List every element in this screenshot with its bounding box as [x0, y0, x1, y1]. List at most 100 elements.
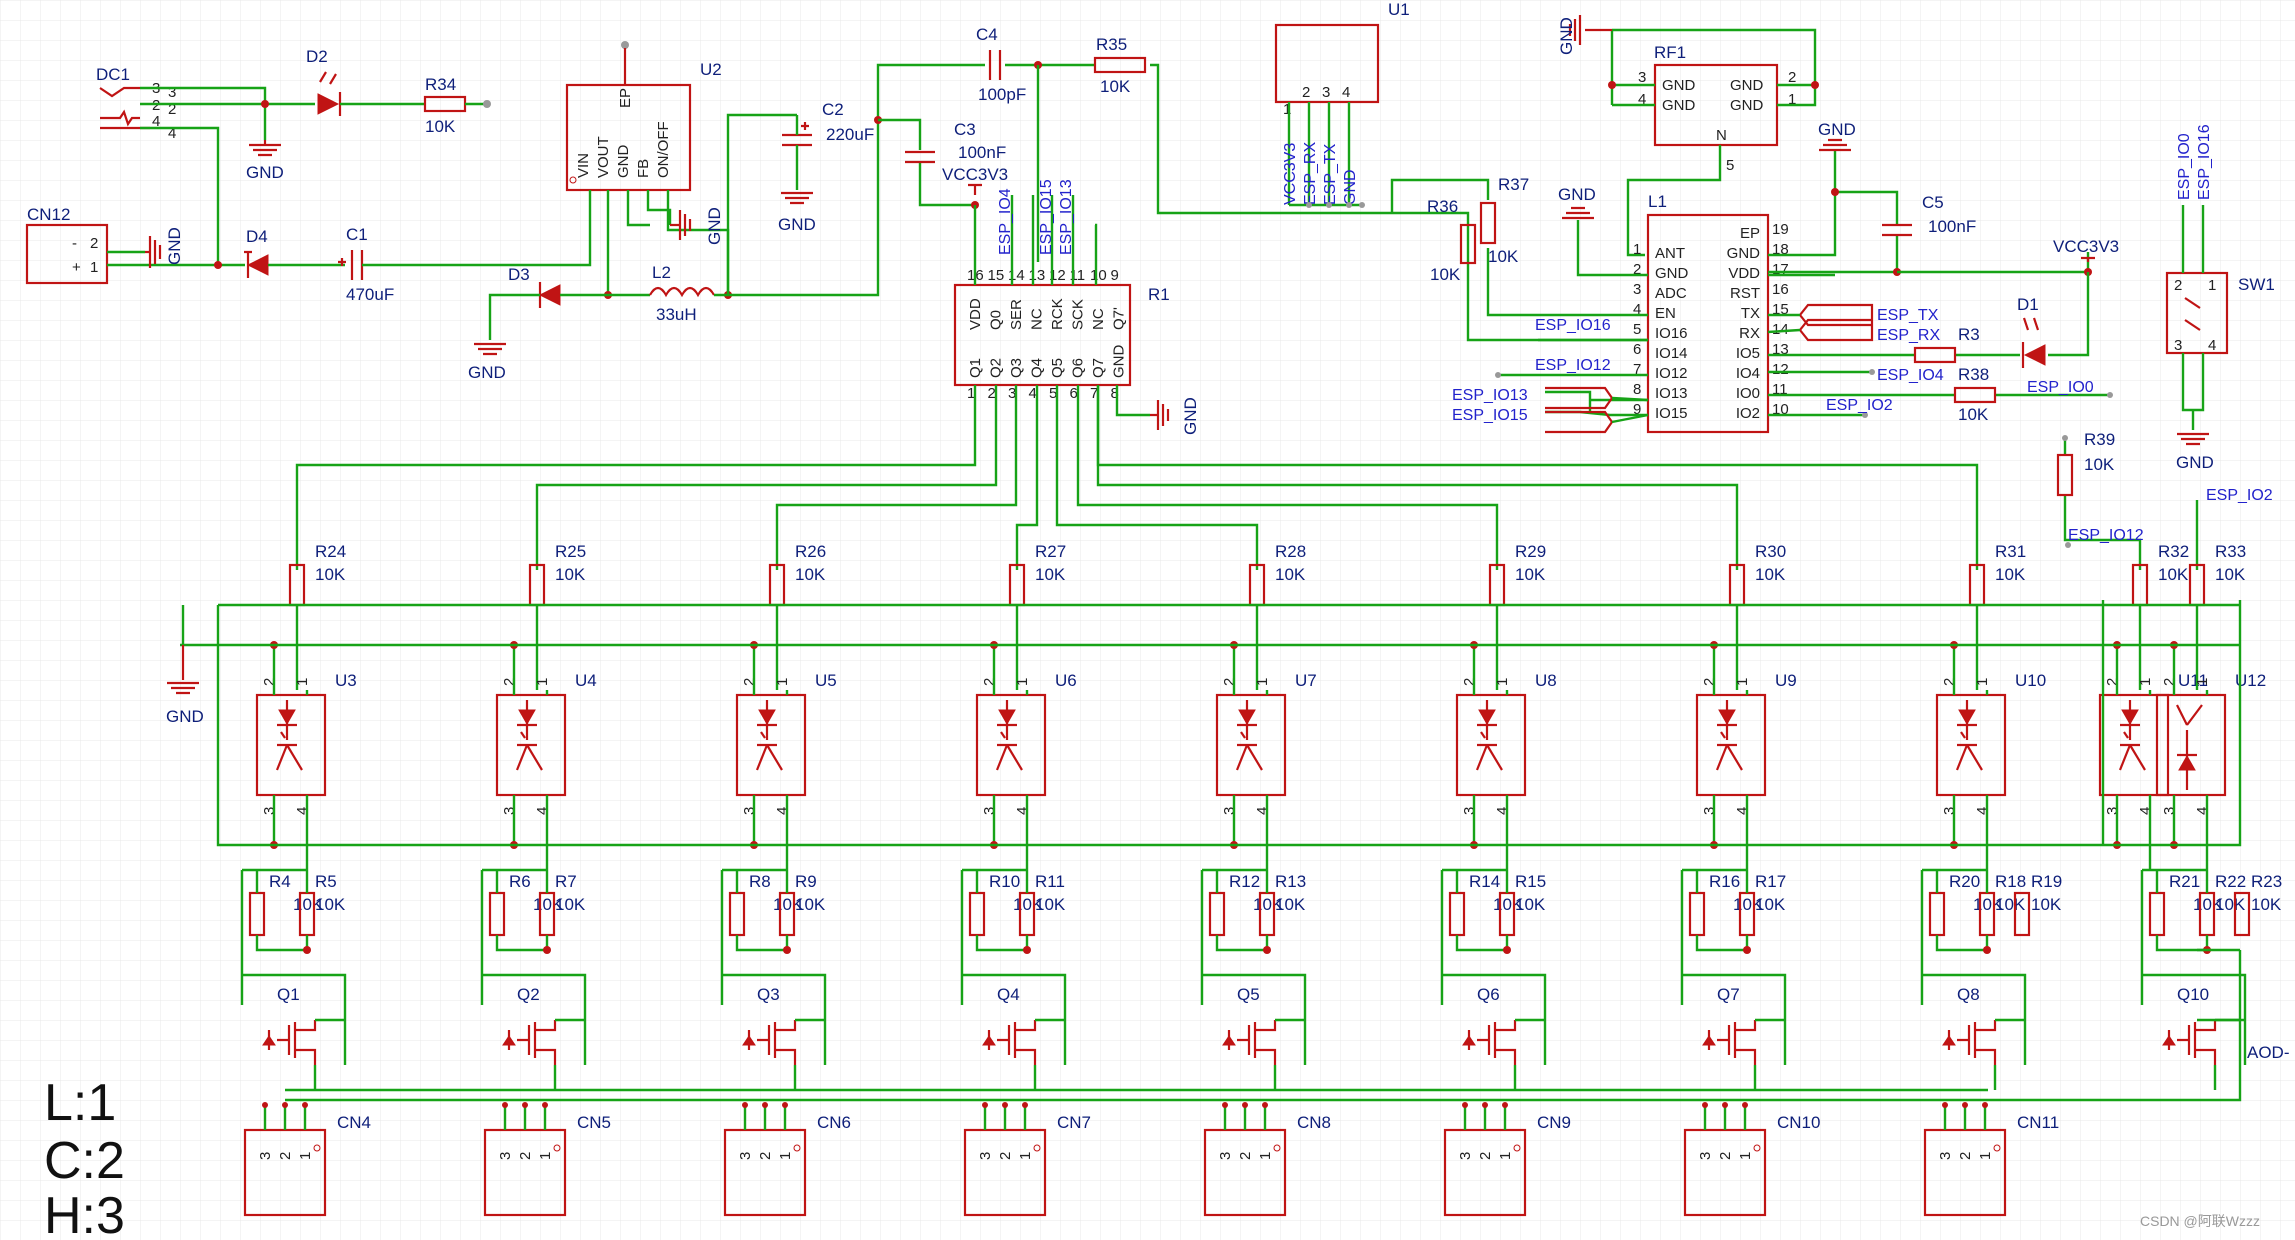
esp-pinnum-right: 17 [1772, 261, 1789, 278]
c2-capacitor[interactable]: C2 220uF [782, 100, 874, 147]
sr-pin-top: RCK [1049, 298, 1066, 330]
svg-text:D2: D2 [306, 47, 328, 66]
mosfet-q2[interactable]: Q2 [502, 985, 557, 1065]
mosfet-q8[interactable]: Q8 [1942, 985, 1997, 1065]
svg-text:3: 3 [1701, 807, 1718, 815]
esp-pinnum-left: 1 [1633, 241, 1641, 258]
svg-text:GND: GND [1818, 120, 1856, 139]
r36-resistor[interactable]: R36 10K [1427, 197, 1477, 284]
u2-regulator[interactable]: U2 VIN VOUT GND FB ON/OFF EP [565, 60, 722, 192]
svg-text:R28: R28 [1275, 542, 1306, 561]
svg-text:U4: U4 [575, 671, 597, 690]
c3-capacitor[interactable]: C3 100nF [905, 120, 1006, 164]
svg-text:U1: U1 [1388, 0, 1410, 19]
esp-pin-en: EN [1655, 305, 1676, 322]
r37-resistor[interactable]: R37 10K [1479, 175, 1529, 266]
svg-text:U3: U3 [335, 671, 357, 690]
svg-text:10K: 10K [2158, 565, 2189, 584]
d3-diode[interactable]: D3 [508, 265, 561, 308]
svg-text:R32: R32 [2158, 542, 2189, 561]
mosfet-q5[interactable]: Q5 [1222, 985, 1277, 1065]
d1-led[interactable]: D1 [2017, 295, 2046, 368]
svg-text:GND: GND [246, 163, 284, 182]
esp-module-l1[interactable]: L1 ANT1GND2ADC3EN4IO165IO146IO127IO138IO… [1633, 192, 1789, 434]
r39-resistor[interactable]: R39 10K [2056, 430, 2115, 497]
svg-text:2: 2 [741, 678, 758, 686]
c4-capacitor[interactable]: C4 100pF [976, 25, 1026, 104]
c1-capacitor[interactable]: C1 470uF [338, 225, 394, 304]
svg-text:2: 2 [2174, 277, 2182, 294]
svg-text:R35: R35 [1096, 35, 1127, 54]
cn12-connector[interactable]: CN12 - 2 + 1 [25, 205, 109, 285]
c5-capacitor[interactable]: C5 100nF [1882, 193, 1976, 237]
svg-text:220uF: 220uF [826, 125, 874, 144]
esp-pin-ep: EP [1740, 225, 1760, 242]
r35-resistor[interactable]: R35 10K [1093, 35, 1147, 96]
svg-text:D4: D4 [246, 227, 268, 246]
esp-pin-io5: IO5 [1736, 345, 1760, 362]
svg-text:R29: R29 [1515, 542, 1546, 561]
mosfet-q3[interactable]: Q3 [742, 985, 797, 1065]
sr-pin-top: VDD [967, 298, 984, 330]
svg-text:GND: GND [166, 707, 204, 726]
sw1-switch[interactable]: SW1 2 1 3 4 [2165, 271, 2275, 355]
svg-text:4: 4 [534, 807, 551, 815]
svg-text:R22: R22 [2215, 872, 2246, 891]
mosfet-q4[interactable]: Q4 [982, 985, 1037, 1065]
r34-resistor[interactable]: R34 10K [423, 75, 467, 136]
u1-uart-header[interactable]: U1 1 2 3 4 VCC3V3 ESP_RX ESP_TX GND [1274, 0, 1410, 208]
svg-text:4: 4 [294, 807, 311, 815]
watermark: CSDN @阿联Wzzz [2140, 1213, 2260, 1229]
svg-text:10K: 10K [2031, 895, 2062, 914]
gnd-symbol-sr: GND [1150, 397, 1200, 435]
esp-pin-rx: RX [1739, 325, 1760, 342]
l2-inductor[interactable]: L2 33uH [649, 263, 715, 324]
svg-text:R10: R10 [989, 872, 1020, 891]
r38-resistor[interactable]: R38 10K [1953, 365, 1997, 424]
mosfet-q1[interactable]: Q1 [262, 985, 317, 1065]
net-esp-rx: ESP_RX [1877, 327, 1940, 344]
r1-shift-register[interactable]: R1 VDD16Q015SER14NC13RCK12SCK11NC10Q7'9 … [953, 267, 1170, 402]
svg-text:3: 3 [1217, 1152, 1234, 1160]
r3-resistor[interactable]: R3 [1913, 325, 1980, 364]
mosfet-q6[interactable]: Q6 [1462, 985, 1517, 1065]
svg-text:R27: R27 [1035, 542, 1066, 561]
d4-diode[interactable]: D4 [244, 227, 269, 278]
svg-text:2: 2 [1701, 678, 1718, 686]
gnd-symbol-sw: GND [2176, 432, 2214, 472]
mosfet-q7[interactable]: Q7 [1702, 985, 1757, 1065]
svg-text:4: 4 [1974, 807, 1991, 815]
